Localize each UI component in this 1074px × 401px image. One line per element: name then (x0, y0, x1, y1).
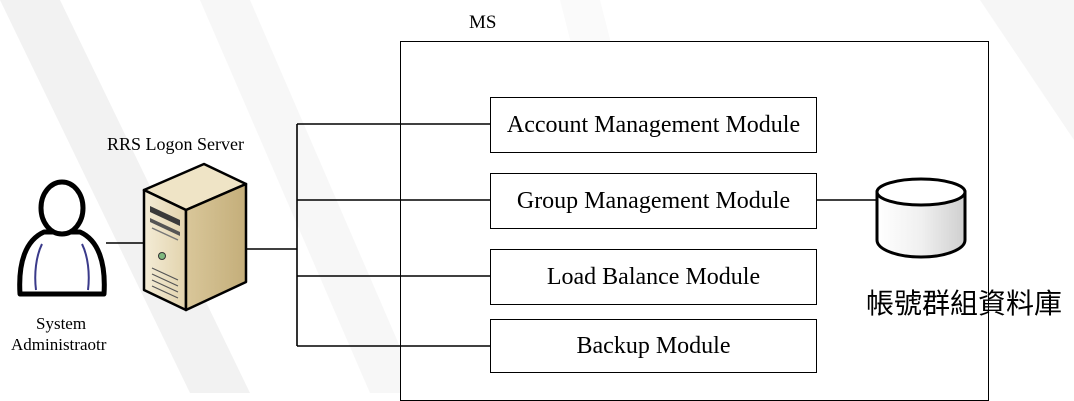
admin-label-line1: System (36, 314, 87, 333)
account-management-module: Account Management Module (490, 97, 817, 153)
server-icon (142, 162, 248, 312)
load-balance-module: Load Balance Module (490, 249, 817, 305)
server-label: RRS Logon Server (107, 134, 244, 154)
person-icon (17, 179, 107, 297)
admin-label-line2: Administraotr (11, 335, 107, 354)
database-icon (875, 177, 967, 259)
database-label: 帳號群組資料庫 (866, 287, 1063, 320)
group-management-module: Group Management Module (490, 173, 817, 229)
backup-module: Backup Module (490, 319, 817, 373)
ms-label: MS (469, 12, 497, 33)
